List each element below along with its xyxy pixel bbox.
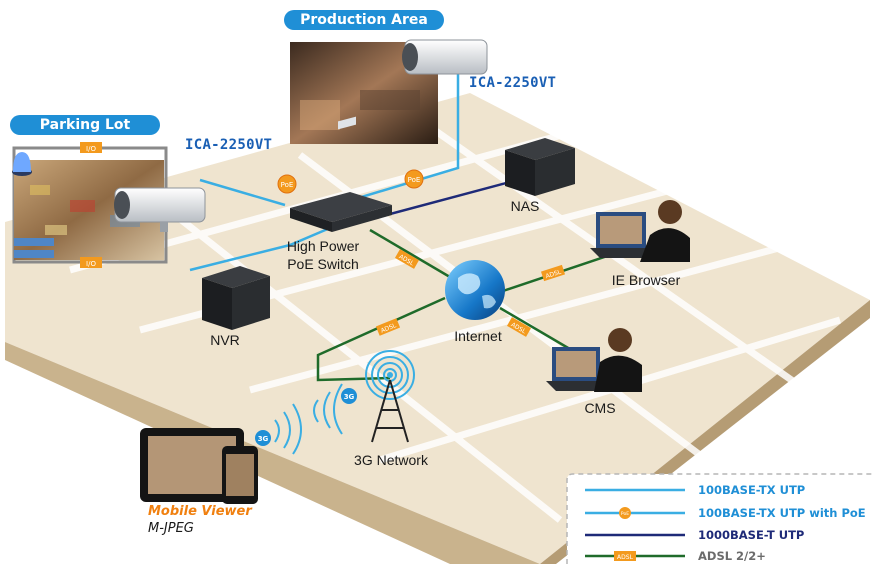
cell-tower-icon xyxy=(365,350,415,443)
legend-poe-marker xyxy=(619,507,631,519)
adsl-badge: ADSL xyxy=(540,264,566,282)
svg-text:ADSL: ADSL xyxy=(617,554,634,561)
legend-box: PoE ADSL xyxy=(566,473,873,564)
cms-laptop-icon xyxy=(546,328,642,392)
production-area-label: Production Area xyxy=(284,10,444,30)
switch-label: High Power PoE Switch xyxy=(268,237,378,273)
switch-label-line2: PoE Switch xyxy=(287,256,359,272)
io-badge: I/O xyxy=(80,142,102,153)
nvr-label: NVR xyxy=(210,332,240,348)
mjpeg-label: M-JPEG xyxy=(148,521,194,536)
svg-text:PoE: PoE xyxy=(281,181,294,189)
top-camera-model: ICA-2250VT xyxy=(469,75,557,91)
cms-label: CMS xyxy=(584,400,616,416)
ie-browser-laptop-icon xyxy=(590,200,690,262)
legend-label-100base: 100BASE-TX UTP xyxy=(698,483,806,497)
legend-label-adsl: ADSL 2/2+ xyxy=(698,549,766,563)
cables-100base xyxy=(189,40,460,272)
mobile-devices-icon xyxy=(140,428,258,504)
internet-globe-icon xyxy=(445,260,505,320)
svg-text:PoE: PoE xyxy=(621,511,629,517)
3g-badge: 3G xyxy=(341,388,357,404)
top-camera-icon xyxy=(402,39,488,75)
3g-badge: 3G xyxy=(255,430,271,446)
poe-badge: PoE xyxy=(277,174,297,194)
svg-text:PoE: PoE xyxy=(408,176,421,184)
switch-label-line1: High Power xyxy=(286,238,360,254)
wireless-waves-icon xyxy=(274,383,343,455)
ie-browser-label: IE Browser xyxy=(611,272,681,288)
poe-badge: PoE xyxy=(404,169,424,189)
nvr-device-icon xyxy=(202,266,270,330)
legend-label-1000base: 1000BASE-T UTP xyxy=(698,528,805,542)
svg-text:I/O: I/O xyxy=(86,145,96,153)
nas-label: NAS xyxy=(510,198,540,214)
legend-label-poe: 100BASE-TX UTP with PoE xyxy=(698,506,866,520)
parking-lot-label: Parking Lot xyxy=(10,115,160,135)
io-badge: I/O xyxy=(80,257,102,268)
svg-text:3G: 3G xyxy=(258,435,269,443)
sensor-device-icon xyxy=(14,238,54,258)
left-camera-model: ICA-2250VT xyxy=(185,137,273,153)
left-camera-icon xyxy=(114,187,206,232)
alarm-light-icon xyxy=(12,152,32,176)
legend-adsl-marker xyxy=(614,551,636,561)
internet-label: Internet xyxy=(454,328,502,344)
3g-network-label: 3G Network xyxy=(354,452,428,468)
svg-text:ADSL: ADSL xyxy=(545,268,563,280)
svg-text:3G: 3G xyxy=(344,393,355,401)
svg-text:I/O: I/O xyxy=(86,260,96,268)
nas-device-icon xyxy=(505,138,575,196)
poe-switch-icon xyxy=(290,116,392,232)
mobile-viewer-label: Mobile Viewer xyxy=(148,504,252,519)
